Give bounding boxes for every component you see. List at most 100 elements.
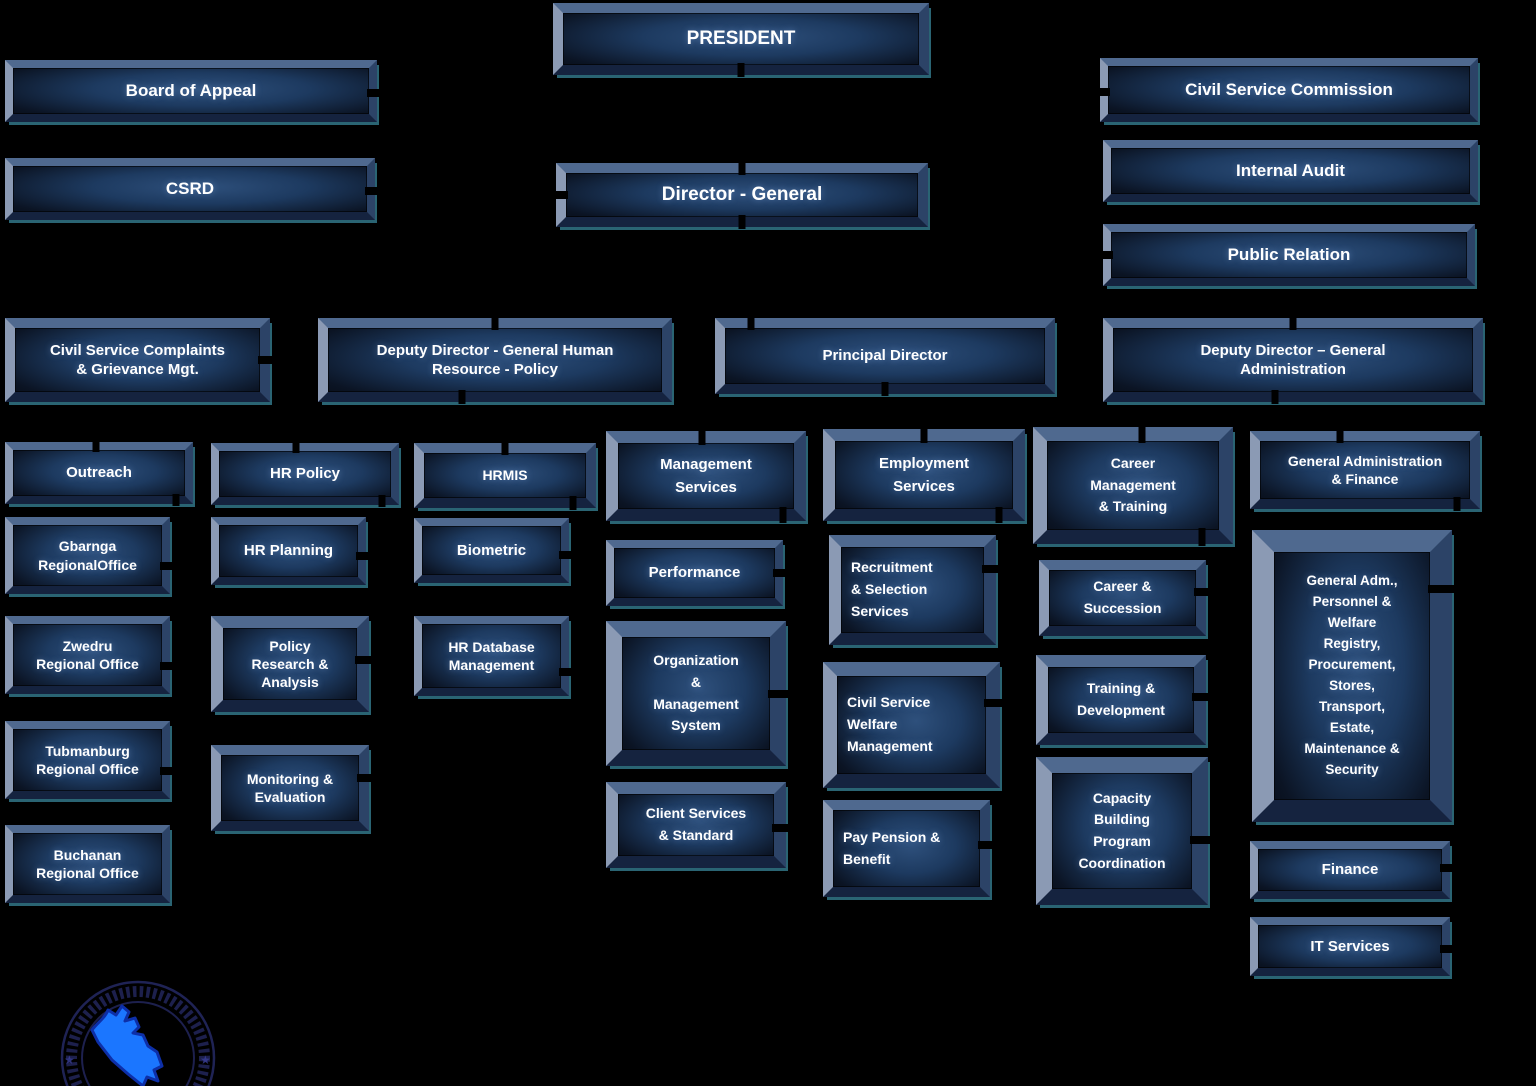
connector-notch [1101,251,1113,259]
node-client-services-standard: Client Services & Standard [606,782,788,868]
node-complaints-grievance: Civil Service Complaints & Grievance Mgt… [5,318,272,402]
node-face: Pay Pension & Benefit [833,810,980,887]
liberia-map-shape [90,1004,164,1086]
node-label: PRESIDENT [686,27,796,49]
connector-notch [984,699,1002,708]
node-face: Management Services [618,443,794,509]
node-label: HR Database Management [448,638,535,673]
node-civil-service-commission: Civil Service Commission [1098,58,1478,122]
node-face: HRMIS [424,453,586,498]
node-face: IT Services [1258,925,1442,968]
node-policy-research-analysis: Policy Research & Analysis [211,616,371,712]
node-recruitment-selection-services: Recruitment & Selection Services [829,535,998,645]
node-it-services: IT Services [1250,917,1452,976]
node-label: Organization & Management System [653,652,739,734]
node-label: Capacity Building Program Coordination [1078,789,1166,871]
connector-notch [378,495,386,507]
node-capacity-building-program-coordination: Capacity Building Program Coordination [1036,757,1210,905]
node-label: Monitoring & Evaluation [246,770,334,805]
connector-notch [982,564,998,573]
node-label: Civil Service Commission [1185,79,1393,99]
node-label: Director - General [661,183,823,205]
node-label: Tubmanburg Regional Office [36,742,139,777]
seal-inner-ring [81,1001,195,1086]
node-label: Deputy Director - General Human Resource… [376,341,614,379]
connector-notch [160,662,172,671]
node-label: Civil Service Complaints & Grievance Mgt… [49,341,226,379]
connector-notch [1194,588,1208,597]
node-label: Principal Director [822,347,948,365]
node-face: Policy Research & Analysis [223,628,357,700]
node-career-management-training: Career Management & Training [1033,425,1233,546]
node-board-of-appeal: Board of Appeal [5,60,379,122]
node-monitoring-evaluation: Monitoring & Evaluation [211,745,371,831]
connector-notch [881,382,889,396]
connector-notch [1190,836,1210,845]
connector-notch [258,356,272,364]
node-face: Outreach [13,450,185,496]
node-label: General Administration & Finance [1287,452,1443,487]
node-face: Principal Director [725,328,1045,384]
seal-star-left: ★ [64,1053,75,1067]
node-deputy-dg-hr-policy: Deputy Director - General Human Resource… [318,316,672,404]
node-gbarnga-regional-office: Gbarnga RegionalOffice [5,517,172,594]
node-face: PRESIDENT [563,13,919,65]
seal-outer-ring [60,980,216,1086]
connector-notch [554,191,568,199]
connector-notch [772,824,788,833]
node-label: HR Planning [243,542,334,560]
node-face: Client Services & Standard [618,794,774,856]
node-hrmis: HRMIS [414,441,596,510]
connector-notch [1428,585,1454,594]
node-face: Director - General [566,173,918,217]
node-label: Career Management & Training [1090,454,1176,515]
node-face: General Administration & Finance [1260,441,1470,499]
node-tubmanburg-regional-office: Tubmanburg Regional Office [5,721,172,799]
node-face: Capacity Building Program Coordination [1052,773,1192,889]
node-label: Deputy Director – General Administration [1200,341,1386,379]
node-label: IT Services [1310,937,1390,955]
connector-notch [738,161,746,175]
node-face: Career Management & Training [1047,441,1219,530]
node-label: Recruitment & Selection Services [851,559,933,619]
connector-notch [1440,944,1452,953]
node-public-relation: Public Relation [1101,224,1475,286]
connector-notch [501,441,509,455]
node-face: Biometric [422,526,561,575]
node-face: Career & Succession [1049,570,1196,626]
connector-notch [1453,497,1461,511]
node-deputy-dg-administration: Deputy Director – General Administration [1103,316,1483,404]
connector-notch [1098,88,1110,97]
connector-notch [995,507,1003,523]
connector-notch [1138,425,1146,443]
node-label: General Adm., Personnel & Welfare Regist… [1304,573,1400,777]
node-face: Civil Service Commission [1108,66,1470,114]
node-label: Public Relation [1227,244,1351,264]
node-general-adm-personnel-welfare: General Adm., Personnel & Welfare Regist… [1252,530,1454,822]
node-label: Finance [1321,861,1379,879]
node-label: Career & Succession [1083,578,1162,616]
node-label: Client Services & Standard [645,805,747,843]
node-buchanan-regional-office: Buchanan Regional Office [5,825,170,903]
connector-notch [738,215,746,229]
connector-notch [920,427,928,443]
node-principal-director: Principal Director [715,316,1055,396]
node-face: Employment Services [835,441,1013,509]
node-label: HRMIS [482,467,528,484]
node-label: Employment Services [878,454,969,495]
node-face: Training & Development [1048,667,1194,733]
node-label: Policy Research & Analysis [251,637,329,691]
node-hr-database-management: HR Database Management [414,616,571,696]
connector-notch [355,656,371,665]
node-president: PRESIDENT [553,3,929,77]
node-management-services: Management Services [606,429,806,523]
connector-notch [737,63,745,77]
connector-notch [1289,316,1297,330]
node-internal-audit: Internal Audit [1103,140,1478,202]
node-face: Civil Service Complaints & Grievance Mgt… [15,328,260,392]
connector-notch [779,507,787,523]
node-finance: Finance [1250,841,1452,899]
connector-notch [978,840,992,849]
node-face: Organization & Management System [622,637,770,750]
node-training-development: Training & Development [1036,655,1208,745]
